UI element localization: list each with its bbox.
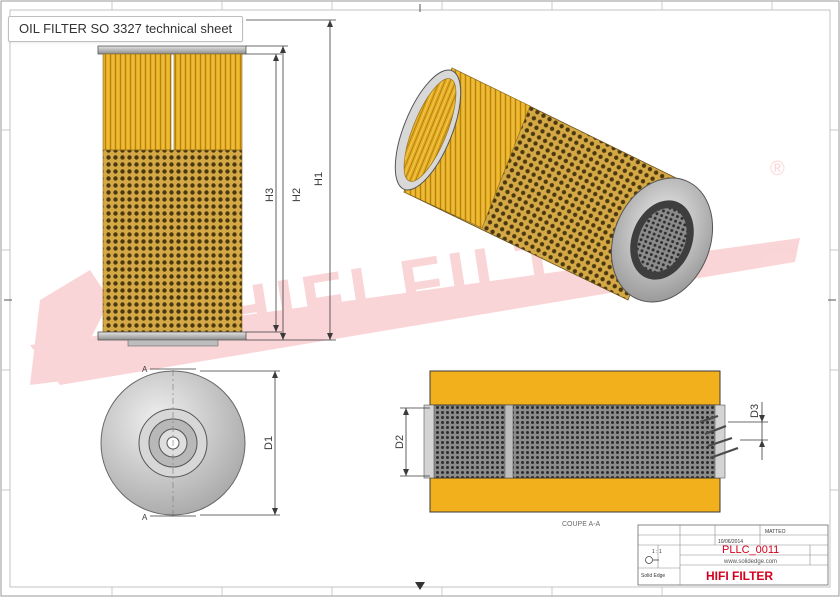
drawing-number: PLLC_0011 [722,544,779,556]
dim-label-h3: H3 [264,188,276,202]
dim-label-d3: D3 [749,404,761,418]
title-software: Solid Edge [641,573,665,579]
section-top-wall [429,370,721,406]
isometric-view [394,67,714,303]
bottom-spigot [127,339,219,347]
iso-inner-mesh [637,208,687,272]
dim-label-d1: D1 [263,436,275,450]
d3-dimension [728,402,768,460]
top-view [100,370,246,516]
title-author: MATTEO [765,529,786,535]
section-bottom-wall [429,477,721,513]
title-website: www.solidedge.com [723,559,777,565]
window-title[interactable]: OIL FILTER SO 3327 technical sheet [8,16,244,42]
projection-symbol [415,582,425,590]
dim-label-h1: H1 [313,172,325,186]
section-view [423,370,739,513]
solid-edge-logo [645,556,659,564]
section-marker-top: A [142,365,148,374]
pleated-media-left [102,53,172,151]
title-block: 10/06/2014 MATTEO 1 : 1 PLLC_0011 www.so… [637,524,829,586]
title-company: HIFI FILTER [706,569,773,583]
dim-label-d2: D2 [394,435,406,449]
section-core-mesh [429,404,721,479]
pleated-media-right [173,53,243,151]
front-view [97,45,247,347]
dim-label-h2: H2 [291,188,303,202]
watermark-registered: ® [770,158,785,180]
section-marker-bottom: A [142,513,148,522]
top-end-cap [97,45,247,55]
perforated-tube [102,149,243,333]
title-date: 10/06/2014 [718,539,743,545]
title-scale: 1 : 1 [652,549,662,555]
section-label: COUPE A-A [562,521,600,528]
bypass-spring [699,414,739,460]
d2-dimension [400,407,430,477]
dimension-arrows [273,20,333,340]
d1-dimension [200,370,280,516]
center-marks [4,4,836,301]
section-line-a [150,368,196,517]
height-dimensions [246,19,336,341]
bottom-end-cap [97,331,247,341]
